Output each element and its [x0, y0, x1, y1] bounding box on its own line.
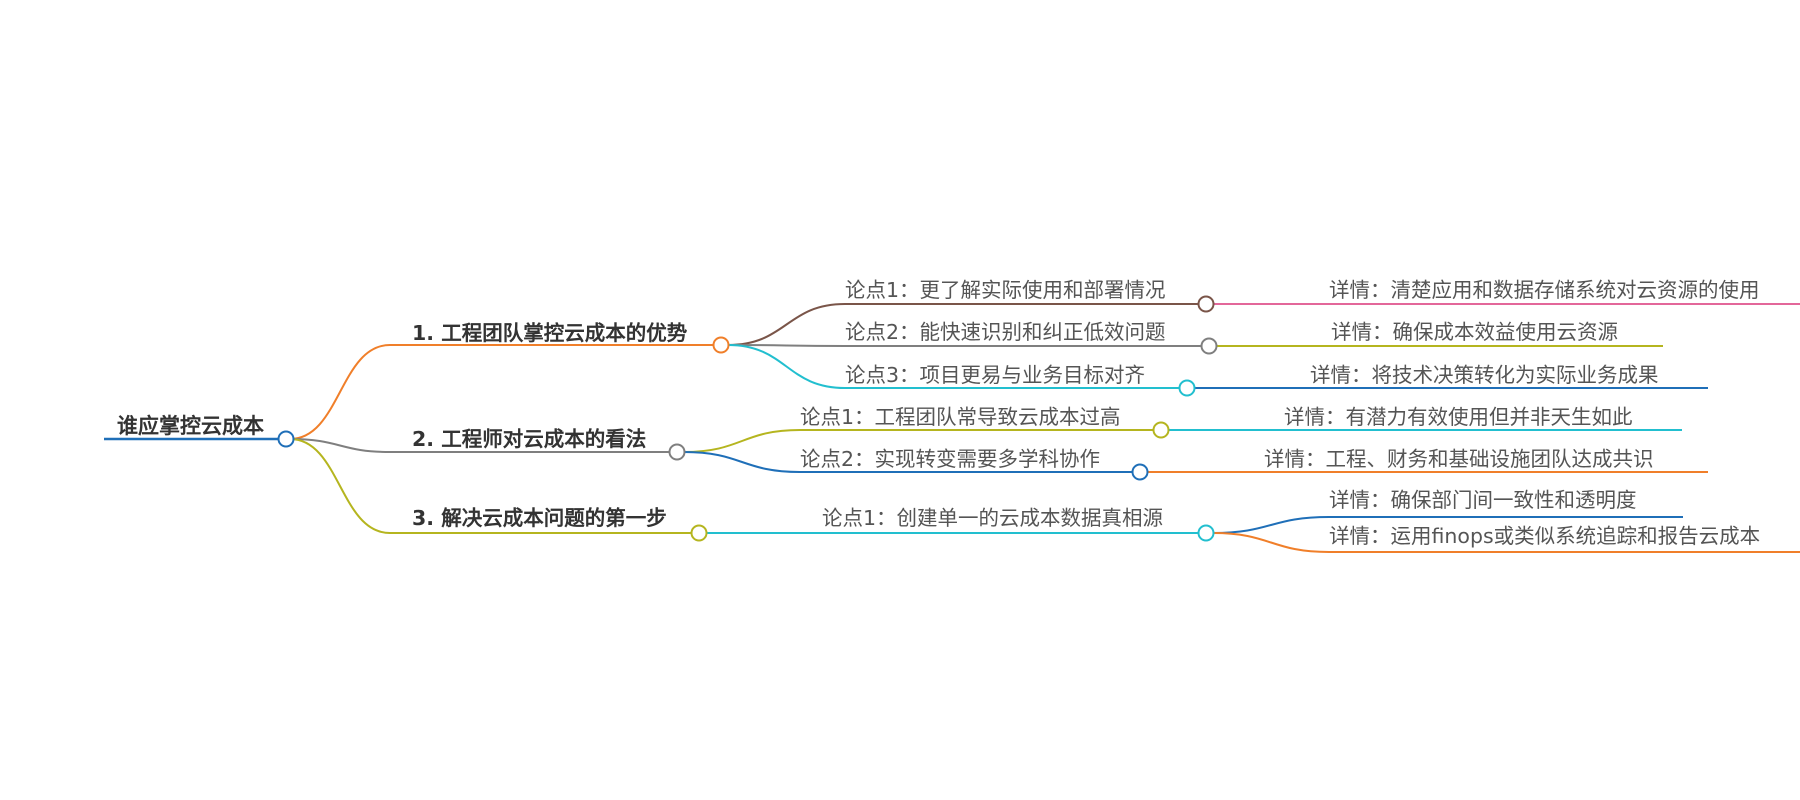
- root-branch-connector-3: [289, 438, 391, 534]
- detail-topic-1-3-1[interactable]: 详情：将技术决策转化为实际业务成果: [1310, 363, 1659, 387]
- branch-topic-2[interactable]: 2. 工程师对云成本的看法: [412, 427, 647, 451]
- point-topic-1-3[interactable]: 论点3：项目更易与业务目标对齐: [845, 363, 1146, 387]
- point-node-circle-1-1: [1197, 295, 1215, 313]
- detail-topic-3-1-1[interactable]: 详情：确保部门间一致性和透明度: [1329, 488, 1637, 512]
- point-topic-1-1[interactable]: 论点1：更了解实际使用和部署情况: [845, 278, 1166, 302]
- detail-topic-3-1-2[interactable]: 详情：运用finops或类似系统追踪和报告云成本: [1329, 524, 1761, 548]
- detail-topic-2-2-1[interactable]: 详情：工程、财务和基础设施团队达成共识: [1264, 447, 1654, 471]
- point-topic-3-1[interactable]: 论点1：创建单一的云成本数据真相源: [822, 506, 1164, 530]
- root-branch-connector-1: [289, 344, 391, 440]
- root-topic[interactable]: 谁应掌控云成本: [117, 414, 264, 438]
- branch-point-connector-1-1: [727, 303, 846, 346]
- point-node-circle-2-2: [1131, 463, 1149, 481]
- detail-topic-1-1-1[interactable]: 详情：清楚应用和数据存储系统对云资源的使用: [1329, 278, 1760, 302]
- point-node-circle-1-3: [1178, 379, 1196, 397]
- detail-topic-1-2-1[interactable]: 详情：确保成本效益使用云资源: [1331, 320, 1618, 344]
- point-node-circle-2-1: [1152, 421, 1170, 439]
- branch-topic-1[interactable]: 1. 工程团队掌控云成本的优势: [412, 321, 688, 345]
- branch-point-connector-1-2: [727, 344, 846, 347]
- branch-node-circle-1: [712, 336, 730, 354]
- point-node-circle-3-1: [1197, 524, 1215, 542]
- branch-point-connector-2-1: [683, 429, 801, 453]
- branch-node-circle-2: [668, 443, 686, 461]
- point-topic-1-2[interactable]: 论点2：能快速识别和纠正低效问题: [845, 320, 1166, 344]
- root-node-circle: [277, 430, 295, 448]
- detail-topic-2-1-1[interactable]: 详情：有潜力有效使用但并非天生如此: [1284, 405, 1633, 429]
- point-topic-2-2[interactable]: 论点2：实现转变需要多学科协作: [800, 447, 1101, 471]
- point-detail-connector-3-1-2: [1212, 532, 1330, 553]
- branch-topic-3[interactable]: 3. 解决云成本问题的第一步: [412, 506, 667, 530]
- point-node-circle-1-2: [1200, 337, 1218, 355]
- branch-node-circle-3: [690, 524, 708, 542]
- branch-point-connector-2-2: [683, 451, 801, 473]
- point-topic-2-1[interactable]: 论点1：工程团队常导致云成本过高: [800, 405, 1121, 429]
- point-detail-connector-3-1-1: [1212, 516, 1330, 534]
- branch-point-connector-1-3: [727, 344, 846, 389]
- root-branch-connector-2: [289, 438, 391, 453]
